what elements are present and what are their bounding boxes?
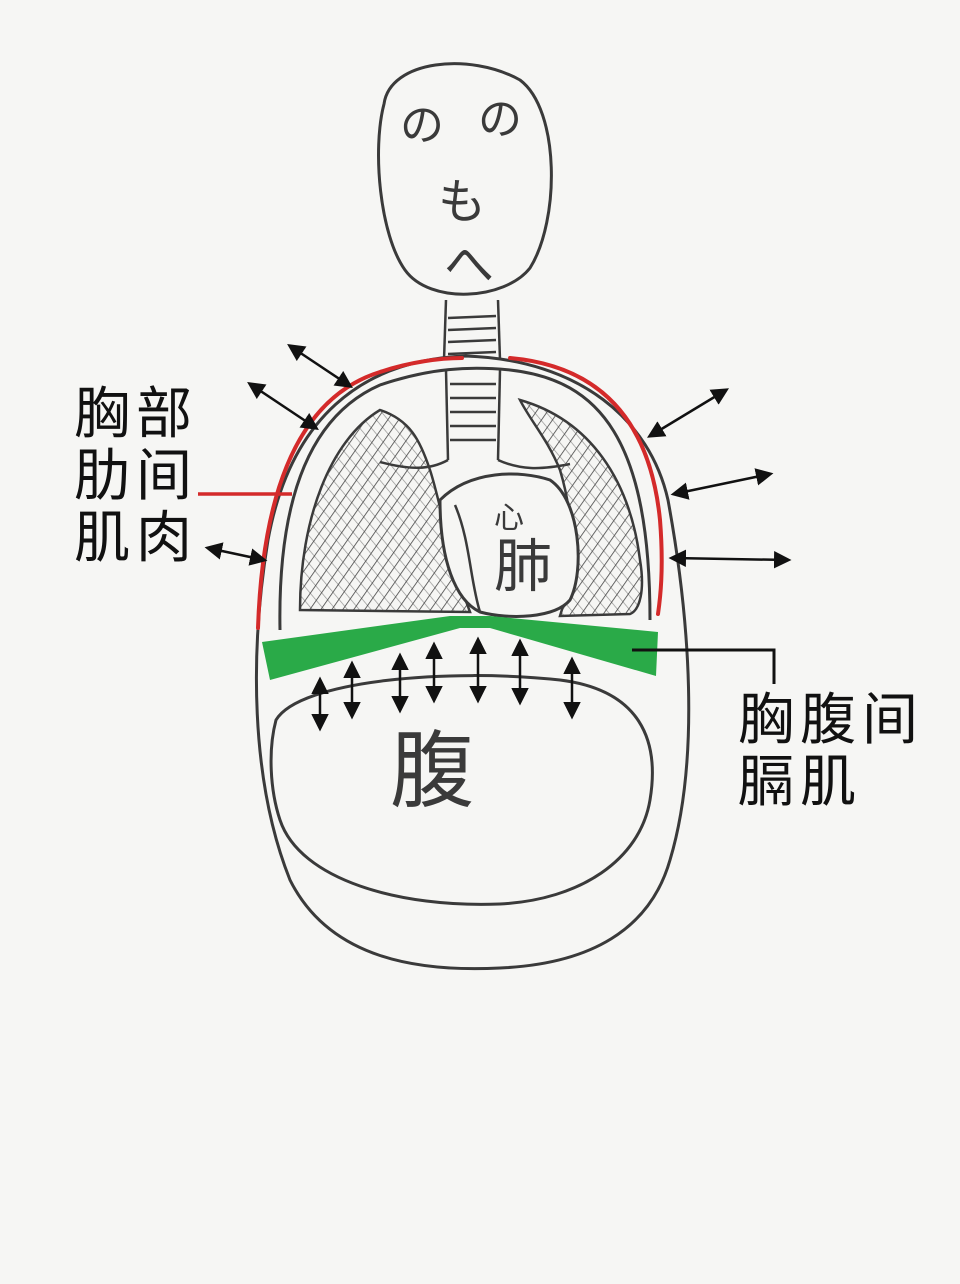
face-eye-right: の — [478, 94, 522, 145]
chest-expansion-arrows — [204, 344, 792, 569]
chest-cavity — [278, 366, 652, 631]
expansion-arrow — [247, 382, 319, 430]
head: の の も へ — [377, 62, 553, 296]
expansion-arrow — [647, 388, 729, 438]
abdomen-cavity — [269, 674, 654, 906]
heart-label: 心 — [494, 501, 524, 536]
right-lung-crosshatch — [520, 400, 642, 616]
lung-label: 肺 — [494, 532, 552, 600]
trachea — [442, 299, 502, 361]
diaphragm-label: 胸腹间 膈肌 — [738, 688, 924, 815]
expansion-arrow — [204, 542, 268, 566]
heart — [438, 472, 580, 618]
abdomen-label: 腹 — [390, 722, 474, 820]
diaphragm-leader-line — [632, 648, 776, 684]
face-nose: も — [438, 174, 486, 230]
heart-wall — [453, 504, 482, 613]
expansion-arrow — [668, 549, 792, 569]
diaphragm-motion-arrows — [311, 636, 581, 732]
expansion-arrow — [287, 344, 353, 388]
intercostal-muscle-label: 胸部 肋间 肌肉 — [74, 382, 198, 571]
face-mouth: へ — [444, 236, 494, 294]
expansion-arrow — [670, 468, 774, 500]
face-eye-left: の — [400, 100, 444, 151]
diaphragm-band — [262, 616, 658, 680]
left-lung-crosshatch — [300, 410, 470, 612]
